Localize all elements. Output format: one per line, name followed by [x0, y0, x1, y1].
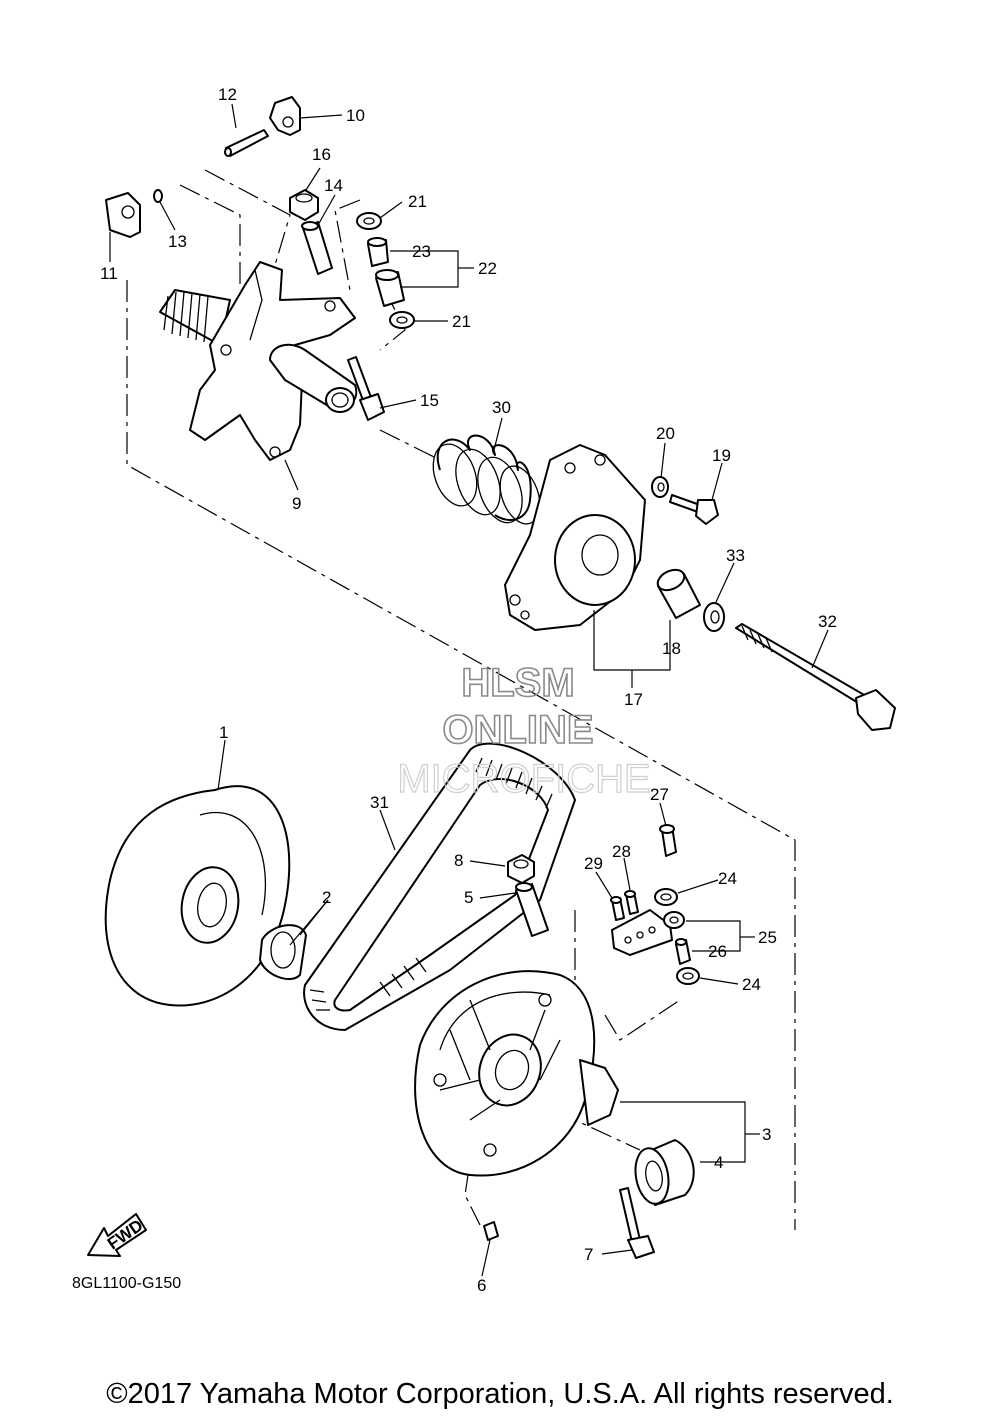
part-30-spring	[432, 434, 541, 525]
part-8-nut	[507, 854, 535, 884]
label-24-top: 24	[718, 869, 737, 888]
part-14-collar	[301, 221, 333, 275]
label-33: 33	[726, 546, 745, 565]
label-24-bottom: 24	[742, 975, 761, 994]
label-23: 23	[412, 242, 431, 261]
part-25-roller	[663, 911, 685, 929]
part-9-spider-hub	[159, 261, 358, 461]
part-29-screw	[610, 896, 625, 921]
label-28: 28	[612, 842, 631, 861]
assembly-guide-lines	[126, 169, 796, 1230]
part-1-fixed-sheave	[104, 785, 291, 1007]
part-number-labels: 12 10 16 14 21 13 23 22 11 21 15 30 20 1…	[100, 85, 837, 1295]
part-22-bushing	[375, 269, 405, 307]
label-22: 22	[478, 259, 497, 278]
part-5-collar	[515, 882, 549, 937]
watermark-line-1: HLSM	[461, 661, 574, 705]
label-2: 2	[322, 888, 331, 907]
label-12: 12	[218, 85, 237, 104]
leader-lines	[109, 103, 829, 1277]
label-3: 3	[762, 1125, 771, 1144]
diagram-code: 8GL1100-G150	[72, 1275, 181, 1292]
label-27: 27	[650, 785, 669, 804]
part-4-bushing	[634, 1139, 695, 1206]
label-7: 7	[584, 1245, 593, 1264]
part-27-screw	[659, 824, 677, 857]
label-32: 32	[818, 612, 837, 631]
part-33-washer	[703, 602, 725, 632]
label-16: 16	[312, 145, 331, 164]
part-12-pin	[224, 129, 269, 157]
label-21-bottom: 21	[452, 312, 471, 331]
part-10-slider-cap	[269, 96, 301, 136]
part-26-collar	[675, 938, 691, 965]
watermark-line-3: MICROFICHE	[397, 757, 650, 801]
label-10: 10	[346, 106, 365, 125]
part-23-bushing	[367, 237, 389, 267]
part-24-washer-top	[654, 888, 678, 906]
part-18-collar	[656, 568, 701, 619]
label-18: 18	[662, 639, 681, 658]
part-16-nut	[289, 189, 319, 221]
part-24-washer-bottom	[676, 967, 700, 985]
label-31: 31	[370, 793, 389, 812]
label-20: 20	[656, 424, 675, 443]
part-31-v-belt	[303, 742, 576, 1031]
watermark: HLSM ONLINE MICROFICHE	[397, 660, 652, 801]
label-5: 5	[464, 888, 473, 907]
label-26: 26	[708, 942, 727, 961]
label-19: 19	[712, 446, 731, 465]
part-11-slider-cap	[105, 192, 141, 238]
label-14: 14	[324, 176, 343, 195]
watermark-line-2: ONLINE	[442, 708, 593, 752]
part-13-o-ring	[153, 189, 163, 203]
part-7-bolt	[619, 1187, 655, 1259]
label-9: 9	[292, 494, 301, 513]
label-25: 25	[758, 928, 777, 947]
label-21-top: 21	[408, 192, 427, 211]
label-15: 15	[420, 391, 439, 410]
part-6-pin	[483, 1221, 499, 1241]
part-21-washer-top	[356, 212, 382, 230]
label-4: 4	[714, 1153, 723, 1172]
part-2-split-collar	[259, 924, 307, 980]
part-32-long-bolt	[735, 623, 896, 731]
part-19-bolt	[669, 494, 719, 525]
label-30: 30	[492, 398, 511, 417]
label-29: 29	[584, 854, 603, 873]
weight-block	[611, 909, 673, 956]
part-15-bolt	[347, 356, 385, 421]
fwd-arrow-icon: FWD	[87, 1213, 147, 1257]
label-11: 11	[100, 264, 118, 283]
label-17: 17	[624, 690, 643, 709]
part-3-movable-sheave	[414, 970, 619, 1177]
copyright-notice: ©2017 Yamaha Motor Corporation, U.S.A. A…	[106, 1378, 894, 1410]
label-6: 6	[477, 1276, 486, 1295]
part-21-washer-bottom	[389, 311, 415, 329]
label-1: 1	[219, 723, 228, 742]
part-20-washer	[651, 476, 669, 498]
label-8: 8	[454, 851, 463, 870]
part-28-screw	[624, 890, 639, 915]
part-17-cam-cover	[504, 444, 646, 631]
label-13: 13	[168, 232, 187, 251]
